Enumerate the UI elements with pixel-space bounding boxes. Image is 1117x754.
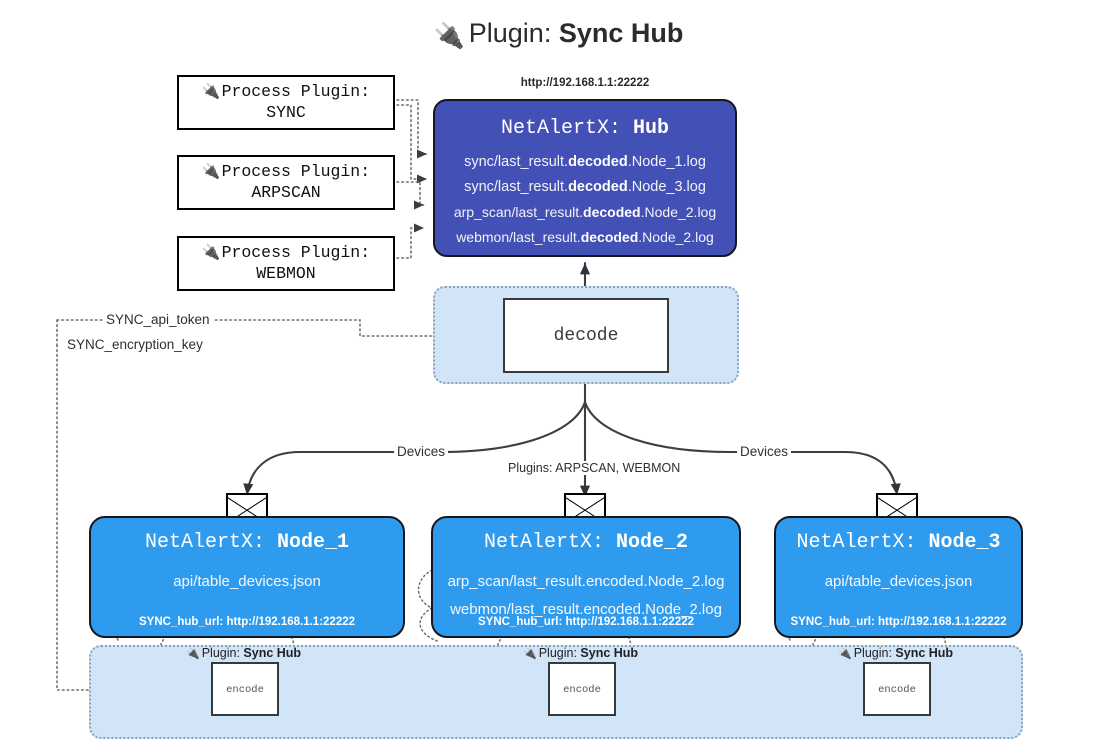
process-plugin-sync[interactable]: 🔌Process Plugin: SYNC [177,75,395,130]
node-body: arp_scan/last_result.encoded.Node_2.log … [433,568,739,624]
page-title-name: Sync Hub [558,18,684,48]
hub-log-line: sync/last_result.decoded.Node_3.log [464,179,706,195]
node-title: NetAlertX: Node_3 [796,531,1001,554]
electric-plug-icon: 🔌 [201,84,221,101]
electric-plug-icon: 🔌 [186,648,200,660]
process-plugin-arpscan[interactable]: 🔌Process Plugin: ARPSCAN [177,155,395,210]
node-body: api/table_devices.json [91,568,403,596]
hub-url-label: http://192.168.1.1:22222 [520,77,650,89]
process-plugin-label: Process Plugin: [221,162,371,181]
edge-label-devices-left: Devices [394,444,449,459]
page-title: 🔌Plugin: Sync Hub [0,18,1117,51]
hub-node[interactable]: NetAlertX: Hub sync/last_result.decoded.… [433,99,737,257]
electric-plug-icon: 🔌 [201,164,221,181]
decode-box[interactable]: decode [503,298,669,373]
node-line: api/table_devices.json [824,573,973,590]
encode-caption: 🔌Plugin: Sync Hub [186,646,302,660]
electric-plug-icon: 🔌 [838,648,852,660]
encode-caption: 🔌Plugin: Sync Hub [523,646,639,660]
edge-label-api-token: SYNC_api_token [103,312,213,327]
edge-label-encryption-key: SYNC_encryption_key [64,337,206,352]
node-line: api/table_devices.json [173,573,321,590]
encode-box[interactable]: encode [548,662,616,716]
hub-title-name: Hub [633,117,670,140]
node-line: arp_scan/last_result.encoded.Node_2.log [447,573,725,590]
electric-plug-icon: 🔌 [523,648,537,660]
node-body: api/table_devices.json [776,568,1021,596]
hub-log-line: webmon/last_result.decoded.Node_2.log [456,229,714,245]
process-plugin-webmon[interactable]: 🔌Process Plugin: WEBMON [177,236,395,291]
hub-log-line: arp_scan/last_result.decoded.Node_2.log [453,204,717,220]
process-plugin-name: ARPSCAN [251,182,321,202]
process-plugin-name: SYNC [266,102,306,122]
node-line: webmon/last_result.encoded.Node_2.log [450,601,722,618]
node-title: NetAlertX: Node_1 [144,531,350,554]
edge-label-plugins-center: Plugins: ARPSCAN, WEBMON [505,461,684,475]
node-node-2[interactable]: NetAlertX: Node_2 arp_scan/last_result.e… [431,516,741,638]
node-footer: SYNC_hub_url: http://192.168.1.1:22222 [790,616,1007,628]
encode-box[interactable]: encode [211,662,279,716]
hub-log-line: sync/last_result.decoded.Node_1.log [464,154,706,170]
process-plugin-label: Process Plugin: [221,243,371,262]
page-title-prefix: Plugin: [468,18,559,48]
process-plugin-name: WEBMON [256,263,316,283]
hub-title: NetAlertX: Hub [435,117,735,140]
node-node-1[interactable]: NetAlertX: Node_1 api/table_devices.json… [89,516,405,638]
encode-box[interactable]: encode [863,662,931,716]
hub-log-list: sync/last_result.decoded.Node_1.log sync… [435,150,735,250]
process-plugin-label: Process Plugin: [221,82,371,101]
edge-label-devices-right: Devices [737,444,792,459]
node-title: NetAlertX: Node_2 [483,531,689,554]
node-node-3[interactable]: NetAlertX: Node_3 api/table_devices.json… [774,516,1023,638]
hub-title-prefix: NetAlertX: [500,117,633,140]
node-footer: SYNC_hub_url: http://192.168.1.1:22222 [138,616,356,628]
electric-plug-icon: 🔌 [433,22,465,50]
node-footer: SYNC_hub_url: http://192.168.1.1:22222 [477,616,695,628]
electric-plug-icon: 🔌 [201,245,221,262]
encode-caption: 🔌Plugin: Sync Hub [838,646,954,660]
